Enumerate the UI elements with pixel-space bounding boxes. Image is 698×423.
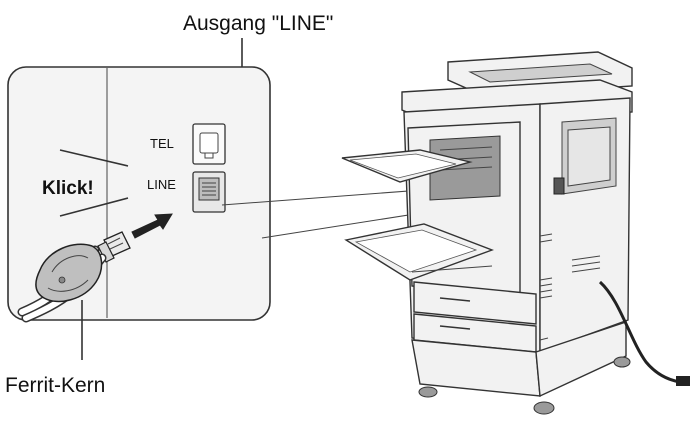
line-port [192,171,226,213]
side-vents [539,233,601,299]
output-line-label: Ausgang "LINE" [183,12,333,35]
arrow-right-icon [131,213,173,239]
paper-drawer-1 [413,281,537,325]
machine-line-port [553,177,565,195]
ferrite-core-label: Ferrit-Kern [5,374,105,397]
click-label: Klick! [42,178,94,199]
rj11-port-icon [198,177,220,201]
power-cord [598,280,681,384]
caster-front-right [533,401,555,415]
line-port-label: LINE [147,177,176,192]
copier-machine [341,51,690,415]
rj11-plug-icon [97,231,131,263]
paper-path [429,135,501,201]
tel-port-label: TEL [150,136,174,151]
cable-with-ferrite [17,243,107,323]
click-mark-lower [59,197,129,217]
ferrite-core [35,243,103,303]
caster-rear [613,356,631,368]
inset-panel: Klick! TEL LINE [7,66,271,360]
tel-port [192,123,226,165]
rj11-port-icon [199,132,219,154]
caster-front-left [418,386,438,398]
click-mark-upper [59,149,129,167]
power-plug [676,376,690,386]
